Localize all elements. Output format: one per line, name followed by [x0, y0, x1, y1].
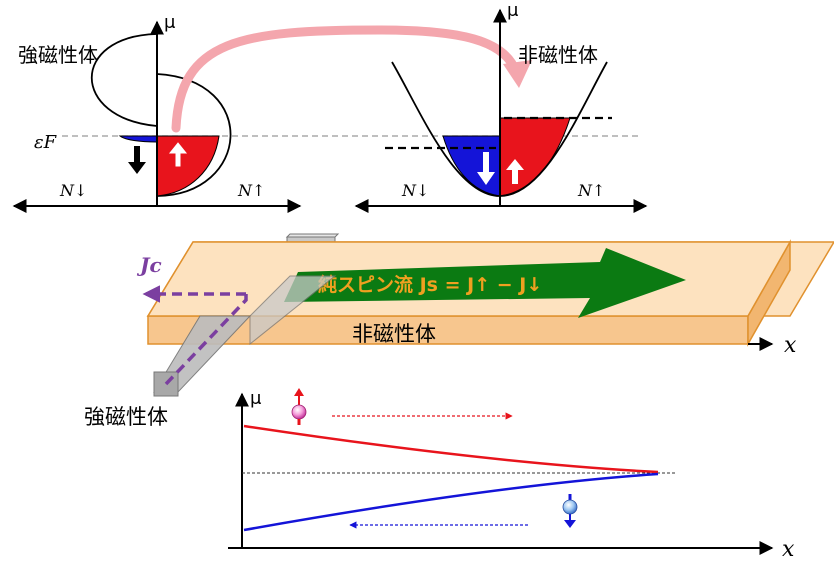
mu-label-bottom: μ	[250, 388, 262, 409]
nonmagnet-up-filled-region	[499, 117, 571, 197]
device-schematic: 純スピン流 Js = J↑ − J↓ Jc 非磁性体 強磁性体 x	[84, 233, 834, 429]
n-down-label-left: N↓	[59, 181, 87, 200]
mu-label-left: μ	[164, 12, 176, 33]
x-axis-label-bottom: x	[782, 537, 795, 562]
mu-label-right: μ	[507, 0, 519, 21]
spin-down-arrow-icon	[128, 146, 146, 174]
fermi-energy-label: εF	[34, 132, 58, 153]
n-up-label-left: N↑	[237, 181, 265, 200]
nonmagnet-spin-up-arrow-icon	[506, 159, 524, 184]
charge-current-path-up	[164, 294, 248, 386]
down-spin-dos-curve	[91, 33, 158, 127]
spin-up-electron-icon	[291, 388, 307, 425]
spin-current-label: 純スピン流 Js = J↑ − J↓	[318, 273, 542, 296]
spin-down-electron-icon	[562, 494, 578, 528]
n-up-label-right: N↑	[577, 181, 605, 200]
down-spin-potential-curve	[243, 472, 659, 532]
ferromagnet-bar-label: 強磁性体	[84, 405, 168, 429]
spin-current-arrow	[284, 248, 686, 318]
spin-injection-arrowhead-icon	[503, 60, 532, 88]
charge-current-label: Jc	[136, 253, 162, 277]
up-spin-filled-region	[156, 135, 220, 197]
nonmagnet-title: 非磁性体	[518, 43, 598, 67]
nonmagnet-slab-label: 非磁性体	[352, 322, 436, 346]
up-spin-potential-curve	[243, 424, 659, 474]
ferromagnet-title: 強磁性体	[18, 43, 98, 67]
x-axis-label-middle: x	[784, 333, 797, 358]
n-down-label-right: N↓	[401, 181, 429, 200]
spin-up-arrow-icon	[168, 142, 188, 167]
down-spin-filled-region	[118, 135, 158, 143]
nonmagnet-dos-panel: 非磁性体 μ N↓ N↑	[354, 0, 648, 213]
nonmagnet-down-filled-region	[442, 135, 501, 197]
spin-injection-arrow	[171, 25, 521, 133]
chemical-potential-profile: μ x	[228, 388, 795, 562]
ferromagnet-dos-panel: 強磁性体 μ N↓ N↑ εF	[12, 12, 640, 213]
nonmagnet-spin-down-arrow-icon	[477, 152, 495, 185]
